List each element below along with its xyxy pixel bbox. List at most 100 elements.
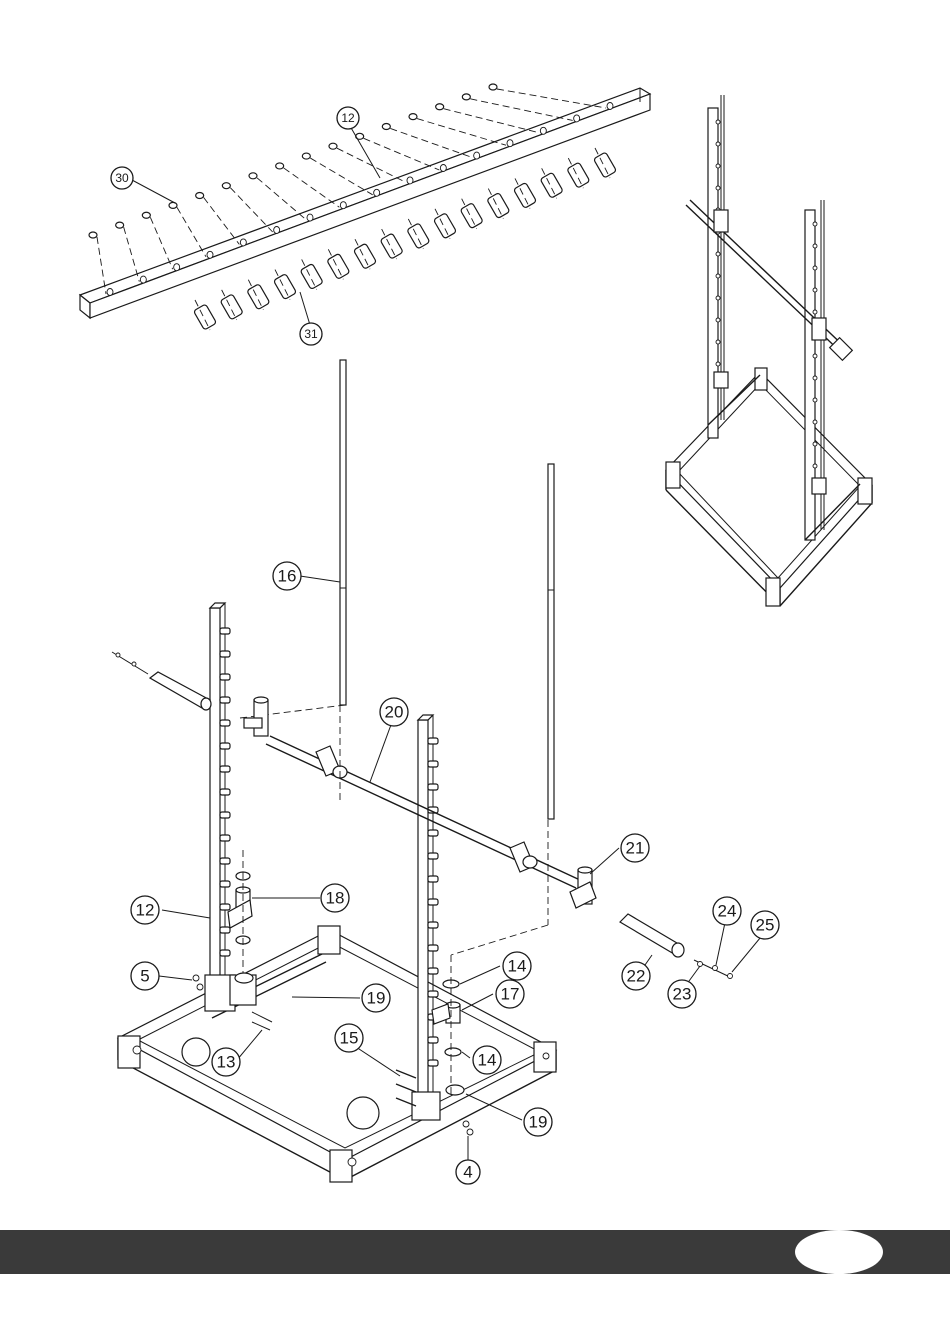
upright-pin (428, 991, 438, 997)
pin (513, 182, 536, 208)
bar-hole (307, 214, 313, 221)
overview-pin (716, 120, 720, 124)
pin (220, 294, 243, 320)
svg-text:15: 15 (340, 1029, 359, 1048)
upright-pin (220, 835, 230, 841)
callout-4: 4 (456, 1160, 480, 1184)
callout-16: 16 (273, 562, 301, 590)
upright-pin (220, 766, 230, 772)
callout-19-left: 19 (362, 984, 390, 1012)
overview-pin (716, 142, 720, 146)
upright-pin (428, 968, 438, 974)
svg-text:19: 19 (529, 1113, 548, 1132)
guide-rod-left (340, 360, 346, 705)
bolt (222, 183, 230, 189)
bolt-dash (390, 128, 472, 157)
callout-15: 15 (335, 1024, 363, 1052)
upright-pin (220, 904, 230, 910)
upright-pin (428, 945, 438, 951)
overview-pin (813, 288, 817, 292)
bolt (142, 212, 150, 218)
bolt-dash (150, 217, 172, 269)
overview-pin (813, 442, 817, 446)
svg-text:16: 16 (278, 567, 297, 586)
callout-19-right: 19 (524, 1108, 552, 1136)
upright-bar-exploded (80, 84, 650, 330)
bolt (436, 104, 444, 110)
upright-pin (220, 950, 230, 956)
bar-hole (574, 115, 580, 122)
bolt (302, 153, 310, 159)
svg-text:18: 18 (326, 889, 345, 908)
svg-text:21: 21 (626, 839, 645, 858)
bolt-dash (204, 198, 240, 245)
bolt (249, 173, 257, 179)
bolt-dash (364, 138, 440, 170)
overview-pin (716, 362, 720, 366)
upright-pin (220, 628, 230, 634)
page-number-badge (795, 1230, 883, 1274)
upright-pin (428, 922, 438, 928)
bolt (462, 94, 470, 100)
bolt-dash (444, 109, 540, 133)
upright-pin (220, 858, 230, 864)
bolt (409, 114, 417, 120)
bolt (276, 163, 284, 169)
pin (273, 274, 296, 300)
pin (193, 304, 216, 330)
upright-left (205, 603, 256, 1011)
bolt-dash (97, 237, 106, 294)
overview-pin (813, 464, 817, 468)
callout-25: 25 (751, 911, 779, 939)
upright-pin (220, 743, 230, 749)
pin (540, 172, 563, 198)
callout-12: 12 (131, 896, 159, 924)
overview-pin (813, 398, 817, 402)
upright-pin (220, 927, 230, 933)
overview-pin (813, 420, 817, 424)
overview-pin (813, 310, 817, 314)
bar-hole (474, 152, 480, 159)
overview-pin (716, 274, 720, 278)
overview-pin (813, 376, 817, 380)
callout-31: 31 (300, 323, 322, 345)
upright-pin (220, 881, 230, 887)
upright-pin (220, 651, 230, 657)
upright-pin (428, 784, 438, 790)
callout-14-bottom: 14 (473, 1046, 501, 1074)
bar-hole (607, 103, 613, 110)
pin (380, 233, 403, 259)
upright-pin (428, 1060, 438, 1066)
barbell (240, 705, 580, 888)
svg-text:22: 22 (627, 967, 646, 986)
bar-hole (207, 251, 213, 258)
bar-hole (440, 165, 446, 172)
callout-12-top: 12 (337, 107, 359, 129)
upright-pin (220, 720, 230, 726)
callout-20: 20 (380, 698, 408, 726)
pin (407, 223, 430, 249)
overview-pin (716, 296, 720, 300)
bolt-dash (497, 89, 606, 108)
bolt-dash (124, 227, 140, 281)
pin (327, 253, 350, 279)
bolt-dash (470, 99, 572, 121)
callout-5: 5 (131, 962, 159, 990)
bolt-dash (230, 188, 272, 232)
callout-13: 13 (212, 1048, 240, 1076)
bolt-dash (310, 158, 372, 195)
bolt (329, 143, 337, 149)
pin (353, 243, 376, 269)
callout-21: 21 (621, 834, 649, 862)
svg-text:23: 23 (673, 985, 692, 1004)
bar-hole (407, 177, 413, 184)
bar-hole (540, 127, 546, 134)
upright-pin (428, 761, 438, 767)
bar-hole (140, 276, 146, 283)
svg-text:20: 20 (385, 703, 404, 722)
bar-hole (274, 227, 280, 234)
left-sleeve (112, 652, 211, 710)
bolt (382, 123, 390, 129)
assembled-overview (666, 95, 872, 606)
